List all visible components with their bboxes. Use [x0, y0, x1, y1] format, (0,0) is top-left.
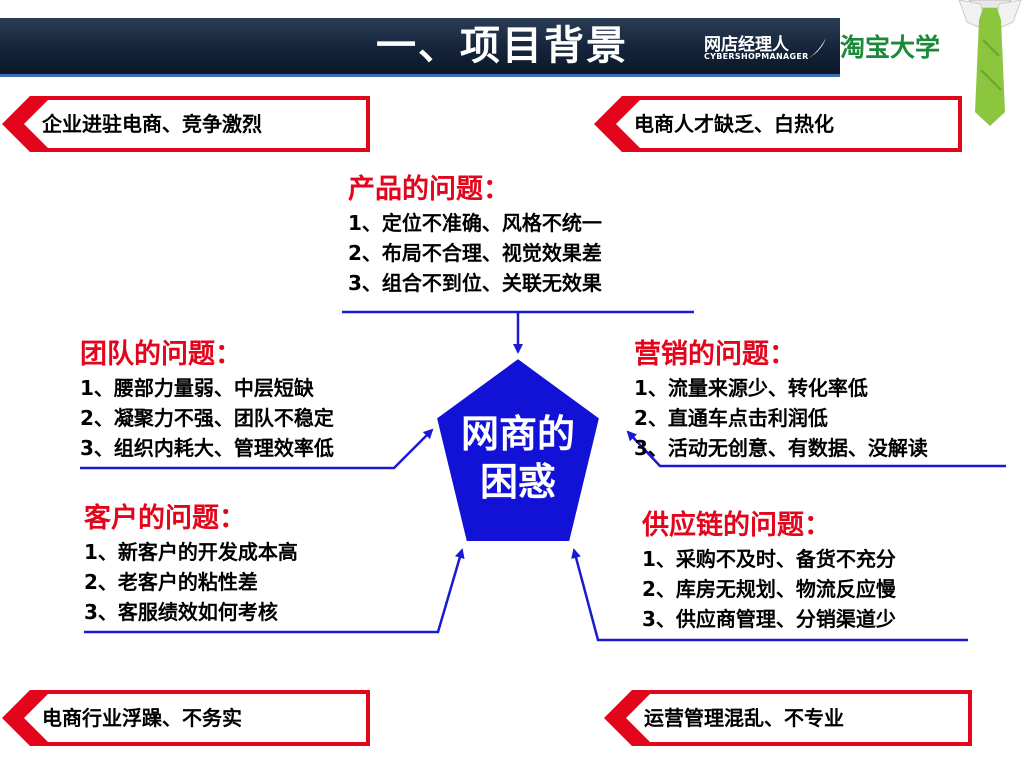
- connector-marketing: [626, 430, 1006, 468]
- cybershop-logo-en: CYBERSHOPMANAGER: [704, 52, 809, 61]
- problem-customer: 客户的问题： 1、新客户的开发成本高 2、老客户的粘性差 3、客服绩效如何考核: [84, 501, 298, 627]
- center-pentagon: [434, 356, 602, 543]
- corner-box-talent: 电商人才缺乏、白热化: [594, 96, 962, 152]
- problem-item: 1、新客户的开发成本高: [84, 540, 298, 564]
- taobao-university-logo: 淘宝大学: [840, 33, 941, 62]
- problem-item: 1、流量来源少、转化率低: [634, 376, 868, 400]
- problem-item: 2、凝聚力不强、团队不稳定: [80, 406, 334, 430]
- problem-item: 3、组合不到位、关联无效果: [348, 271, 602, 295]
- problem-item: 2、布局不合理、视觉效果差: [348, 241, 602, 265]
- problem-supply-chain: 供应链的问题： 1、采购不及时、备货不充分 2、库房无规划、物流反应慢 3、供应…: [642, 508, 896, 634]
- connector-supply: [571, 548, 968, 642]
- problem-item: 1、采购不及时、备货不充分: [642, 547, 896, 571]
- problem-title: 客户的问题：: [84, 503, 246, 534]
- center-label: 网商的 困惑: [440, 410, 596, 506]
- corner-box-label: 电商人才缺乏、白热化: [634, 112, 834, 136]
- problem-marketing: 营销的问题： 1、流量来源少、转化率低 2、直通车点击利润低 3、活动无创意、有…: [634, 337, 928, 463]
- connector-customer: [84, 548, 465, 634]
- problem-product: 产品的问题： 1、定位不准确、风格不统一 2、布局不合理、视觉效果差 3、组合不…: [348, 172, 602, 298]
- problem-item: 3、组织内耗大、管理效率低: [80, 436, 334, 460]
- corner-box-label: 运营管理混乱、不专业: [644, 706, 844, 730]
- cybershop-logo: 网店经理人 CYBERSHOPMANAGER: [690, 28, 840, 70]
- corner-box-industry: 电商行业浮躁、不务实: [2, 690, 370, 746]
- corner-box-label: 电商行业浮躁、不务实: [42, 706, 242, 730]
- problem-item: 2、直通车点击利润低: [634, 406, 828, 430]
- connector-team: [80, 428, 434, 470]
- header-bar: [0, 18, 840, 77]
- problem-title: 团队的问题：: [80, 339, 242, 370]
- problem-item: 3、供应商管理、分销渠道少: [642, 607, 896, 631]
- problem-title: 供应链的问题：: [642, 510, 831, 541]
- corner-box-label: 企业进驻电商、竞争激烈: [42, 112, 262, 136]
- problem-item: 2、库房无规划、物流反应慢: [642, 577, 896, 601]
- corner-box-operations: 运营管理混乱、不专业: [604, 690, 972, 746]
- problem-item: 3、活动无创意、有数据、没解读: [634, 436, 928, 460]
- center-label-line2: 困惑: [479, 460, 556, 504]
- problem-title: 营销的问题：: [634, 339, 796, 370]
- page-title: 一、项目背景: [376, 23, 628, 69]
- tie-icon: [958, 0, 1022, 126]
- problem-item: 1、腰部力量弱、中层短缺: [80, 376, 314, 400]
- problem-item: 2、老客户的粘性差: [84, 570, 258, 594]
- cybershop-logo-cn: 网店经理人: [704, 35, 789, 55]
- problem-team: 团队的问题： 1、腰部力量弱、中层短缺 2、凝聚力不强、团队不稳定 3、组织内耗…: [80, 337, 334, 463]
- corner-box-competition: 企业进驻电商、竞争激烈: [2, 96, 370, 152]
- problem-item: 3、客服绩效如何考核: [84, 600, 278, 624]
- problem-title: 产品的问题：: [348, 174, 510, 205]
- problem-item: 1、定位不准确、风格不统一: [348, 211, 602, 235]
- center-label-line1: 网商的: [460, 412, 575, 456]
